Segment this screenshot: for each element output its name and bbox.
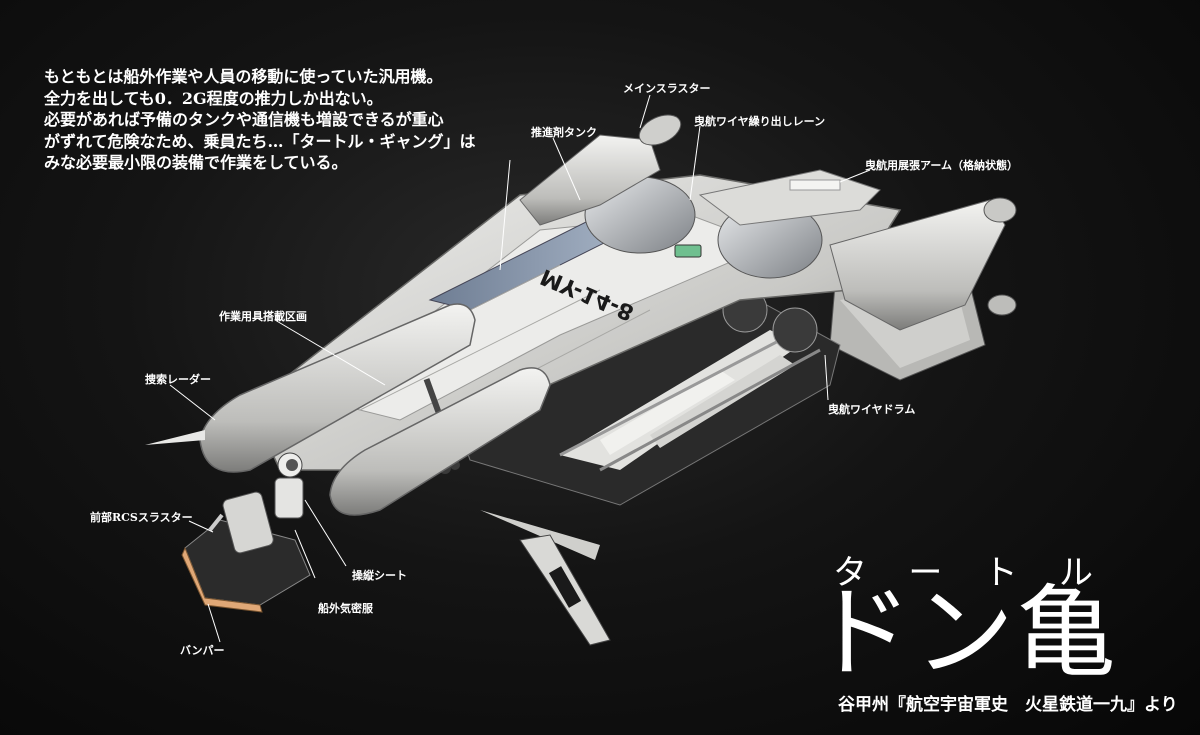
description-line: みな必要最小限の装備で作業をしている。	[44, 153, 348, 172]
label-pilot-seat: 操縦シート	[352, 569, 407, 582]
description-line: もともとは船外作業や人員の移動に使っていた汎用機。	[44, 67, 443, 86]
right-engine-pod	[829, 197, 1017, 331]
label-main-thruster: メインスラスター	[623, 82, 711, 95]
pilot-cockpit	[181, 452, 311, 613]
lower-nose-pod	[329, 367, 551, 516]
label-front-rcs: 前部RCSスラスター	[90, 511, 193, 524]
label-tow-wire-lane: 曳航ワイヤ繰り出しレーン	[694, 115, 826, 128]
leader-lines	[169, 94, 871, 643]
title-ruby-char: ー	[908, 553, 943, 593]
label-bumper: バンパー	[180, 644, 225, 657]
label-tow-arm: 曳航用展張アーム（格納状態）	[865, 159, 1019, 172]
label-tool-bay: 作業用具搭載区画	[219, 310, 307, 323]
source-credit: 谷甲州『航空宇宙軍史 火星鉄道一九』より	[838, 695, 1178, 715]
title-ruby-char: タ	[833, 553, 867, 593]
radar-antenna	[145, 430, 205, 445]
description-line: 必要があれば予備のタンクや通信機も増設できるが重心	[44, 110, 444, 129]
title-ruby-char: ル	[1058, 553, 1093, 593]
page-title: ドン亀	[812, 574, 1118, 691]
upper-fin	[519, 114, 682, 226]
tow-arm	[698, 169, 881, 226]
label-eva-suit: 船外気密服	[318, 602, 373, 615]
description-line: がずれて危険なため、乗員たち…「タートル・ギャング」は	[44, 131, 476, 151]
label-propellant-tank: 推進剤タンク	[531, 126, 597, 139]
left-radar-pod	[199, 303, 476, 473]
bumper	[181, 546, 263, 613]
lower-antenna	[480, 510, 600, 560]
label-tow-wire-drum: 曳航ワイヤドラム	[828, 403, 916, 416]
description-text: もともとは船外作業や人員の移動に使っていた汎用機。 全力を出しても0．2G程度の…	[44, 66, 514, 174]
description-line: 全力を出しても0．2G程度の推力しか出ない。	[44, 88, 383, 108]
title-ruby-char: ト	[983, 553, 1018, 593]
label-search-radar: 捜索レーダー	[145, 373, 211, 386]
title-ruby: タ ー ト ル	[833, 545, 1093, 594]
